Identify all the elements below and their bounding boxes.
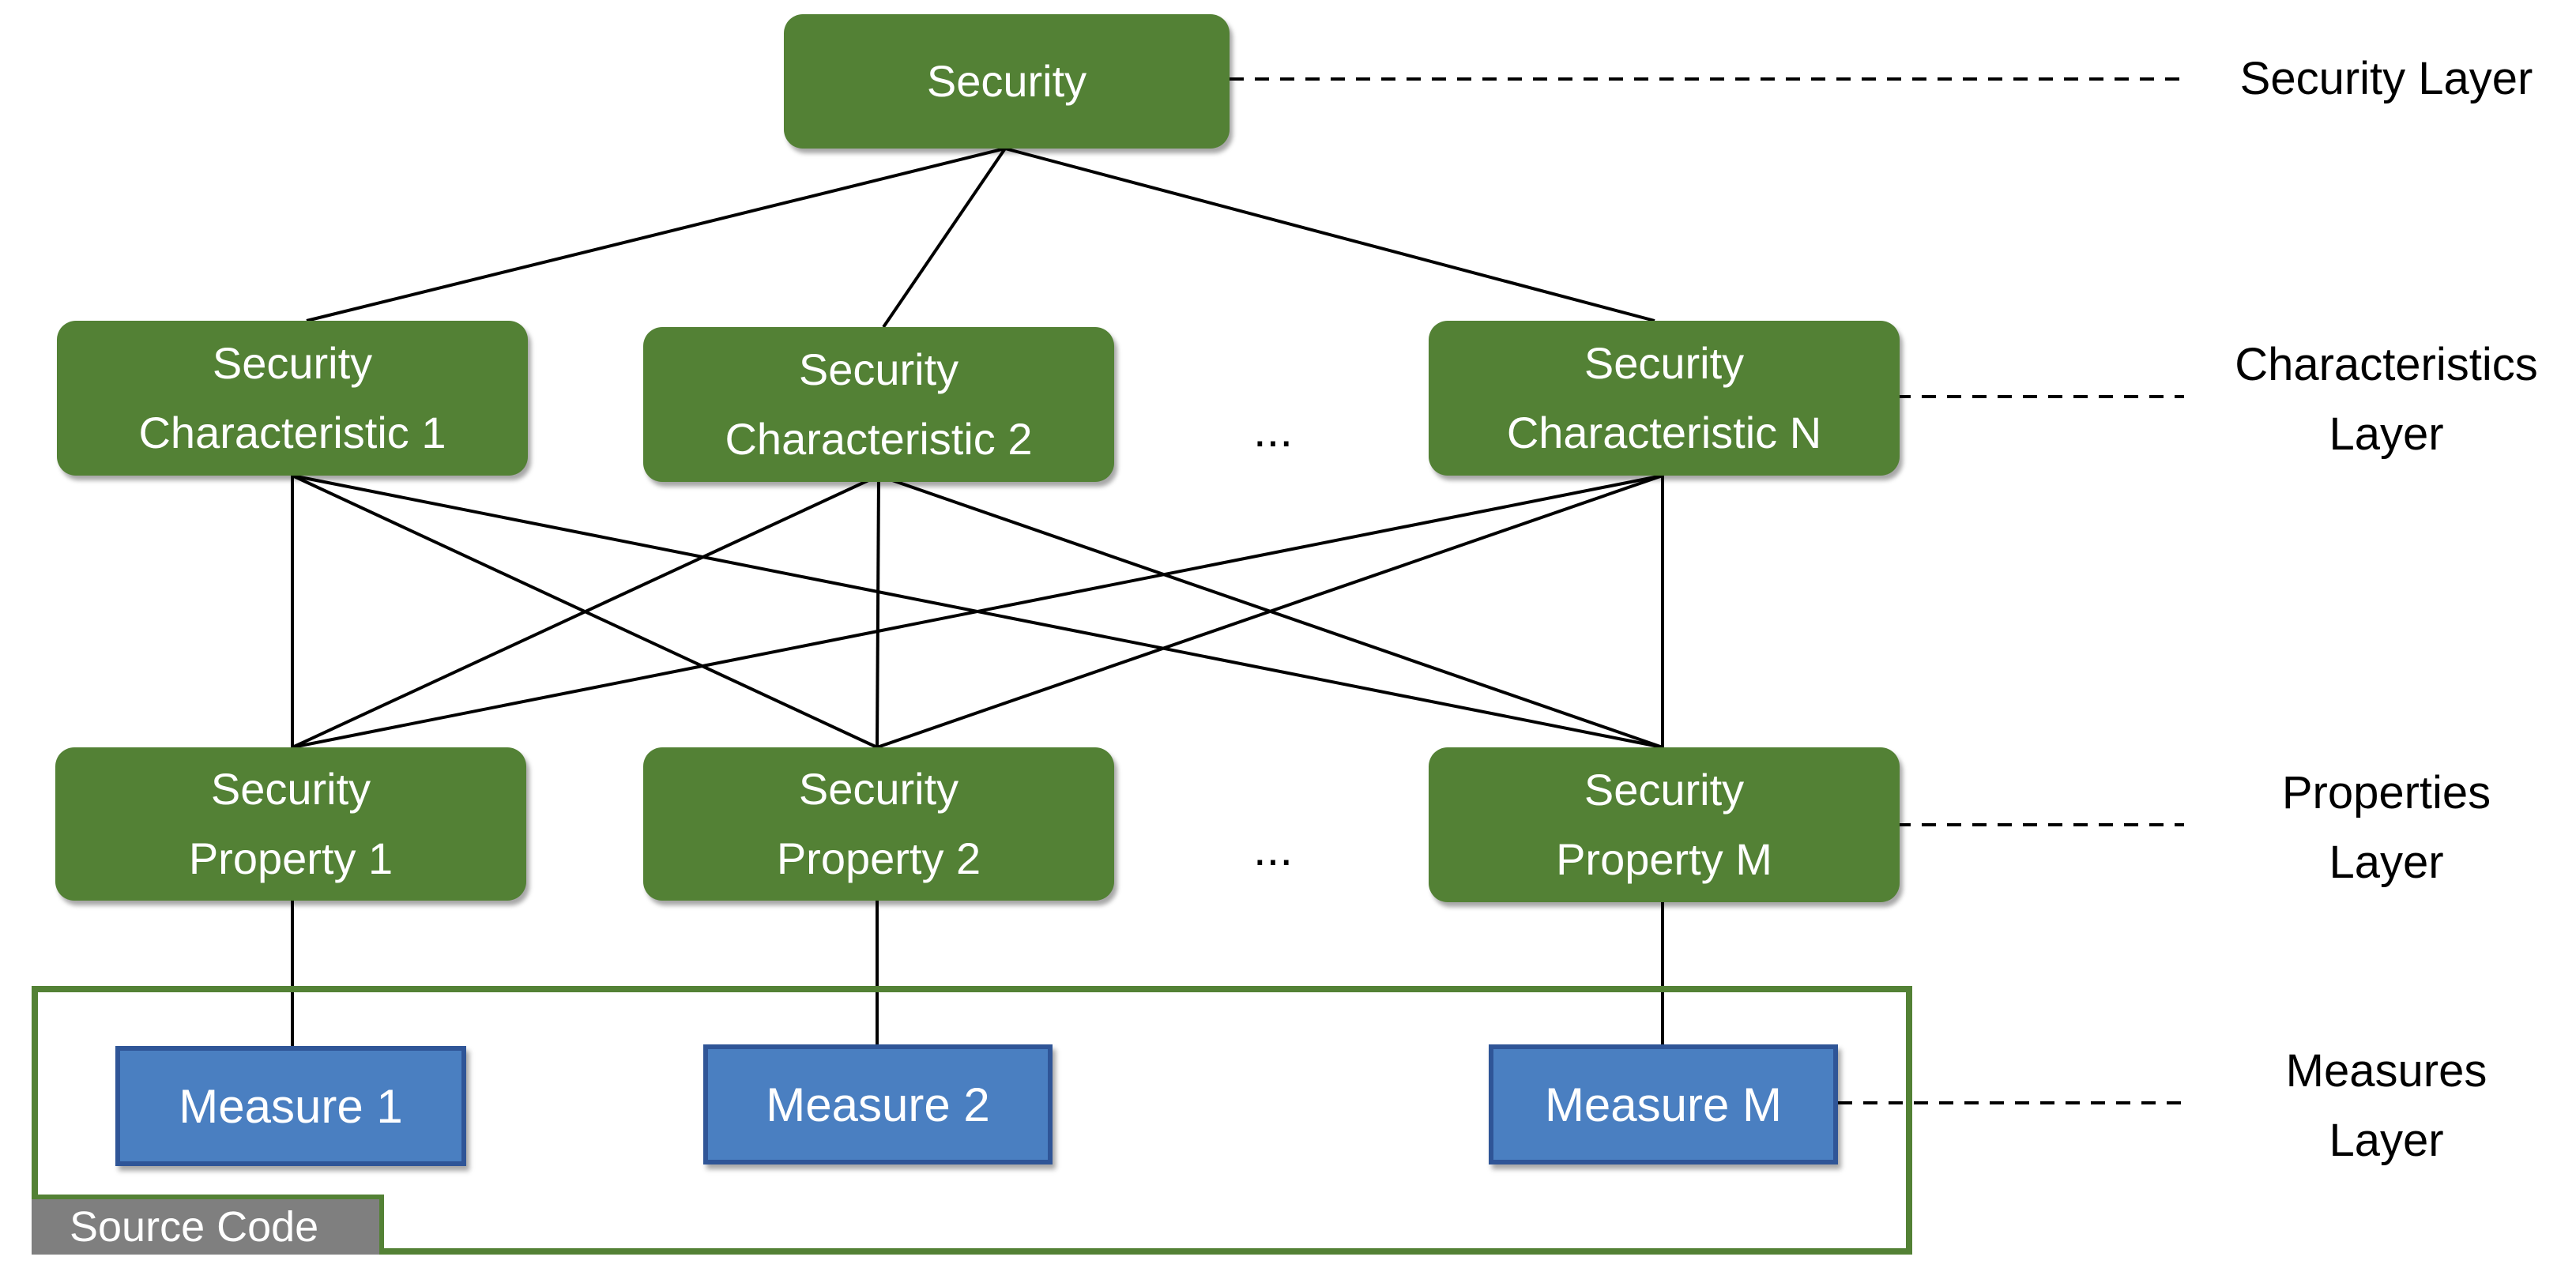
measures-layer-line-2: Layer (2329, 1115, 2444, 1166)
edge-security-charN (1004, 147, 1655, 322)
measure-1-node: Measure 1 (115, 1046, 466, 1166)
edge-security-char1 (306, 147, 1006, 322)
characteristic-2-node: Security Characteristic 2 (643, 327, 1114, 482)
characteristic-2-line-2: Characteristic 2 (725, 414, 1033, 464)
property-m-line-1: Security (1584, 765, 1745, 815)
source-code-boundary (32, 986, 1912, 1255)
properties-layer-label: Properties Layer (2205, 758, 2568, 897)
property-2-node: Security Property 2 (643, 747, 1114, 901)
measure-m-node: Measure M (1489, 1044, 1838, 1164)
security-layer-label: Security Layer (2205, 44, 2568, 114)
characteristic-2-line-1: Security (798, 344, 959, 394)
measures-layer-label: Measures Layer (2205, 1037, 2568, 1176)
properties-ellipsis: ... (1253, 822, 1294, 875)
security-node: Security (784, 14, 1230, 149)
characteristics-layer-line-1: Characteristics (2235, 339, 2538, 390)
security-layer-text: Security Layer (2239, 53, 2533, 104)
source-code-label: Source Code (32, 1195, 384, 1255)
edge-charN-prop1 (292, 474, 1663, 749)
edge-char2-prop1 (292, 474, 879, 749)
property-1-node: Security Property 1 (55, 747, 526, 901)
property-2-line-1: Security (798, 764, 959, 814)
edge-security-char2 (882, 147, 1007, 329)
edge-char2-prop2 (876, 475, 880, 748)
property-m-line-2: Property M (1556, 834, 1772, 884)
characteristic-1-line-2: Characteristic 1 (138, 408, 446, 457)
characteristics-layer-line-2: Layer (2329, 408, 2444, 460)
characteristic-n-line-1: Security (1584, 338, 1745, 388)
characteristics-ellipsis: ... (1253, 404, 1294, 457)
measure-2-node: Measure 2 (703, 1044, 1053, 1164)
properties-layer-line-2: Layer (2329, 837, 2444, 888)
measures-layer-line-1: Measures (2285, 1045, 2487, 1097)
property-2-line-2: Property 2 (776, 833, 981, 883)
property-1-line-1: Security (210, 764, 371, 814)
characteristic-n-node: Security Characteristic N (1429, 321, 1900, 476)
property-1-line-2: Property 1 (188, 833, 394, 883)
characteristic-1-line-1: Security (212, 338, 373, 388)
property-m-node: Security Property M (1429, 747, 1900, 902)
characteristics-layer-label: Characteristics Layer (2205, 330, 2568, 469)
properties-layer-line-1: Properties (2281, 767, 2491, 818)
edge-charN-prop2 (876, 474, 1663, 749)
characteristic-1-node: Security Characteristic 1 (57, 321, 528, 476)
characteristic-n-line-2: Characteristic N (1506, 408, 1822, 457)
security-node-label: Security (926, 56, 1087, 106)
